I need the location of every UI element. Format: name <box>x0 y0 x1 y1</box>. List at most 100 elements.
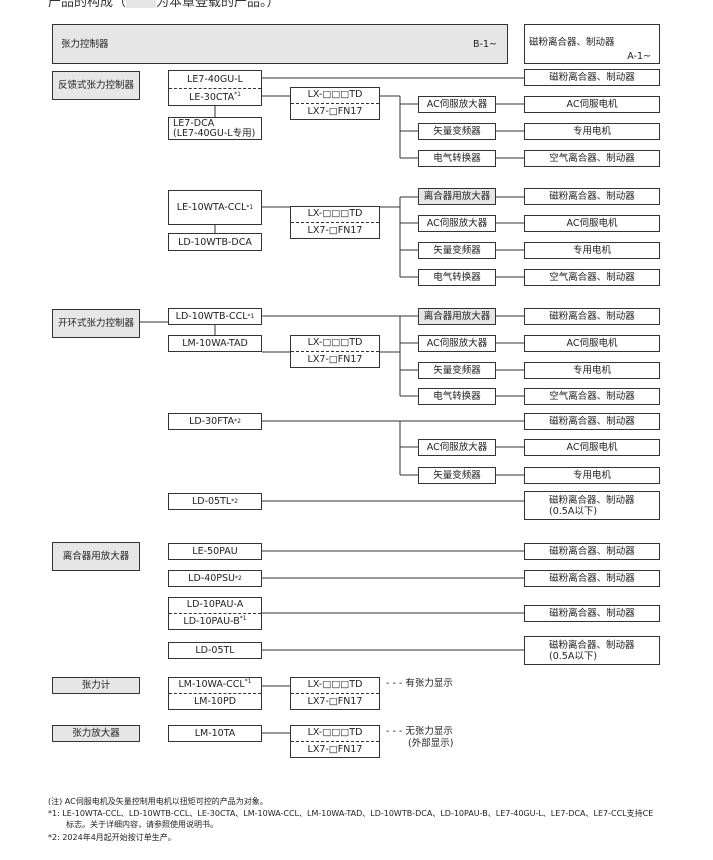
dash-leader: - - - <box>386 678 403 689</box>
sensor-lx: LX-□□□TD <box>307 89 363 100</box>
output-air-brake-1: 空气离合器、制动器 <box>524 150 660 167</box>
category-meter: 张力计 <box>52 677 140 694</box>
product-lm-10wa-ccl-label: LM-10WA-CCL <box>178 679 245 690</box>
amp-label: AC伺服放大器 <box>426 218 488 229</box>
tension-controller-ref: B-1~ <box>473 39 497 50</box>
product-le7-40gu-l-le-30cta: LE7-40GU-L LE-30CTA*1 <box>168 70 262 106</box>
amp-vector-4: 矢量变频器 <box>418 467 496 484</box>
amp-ac-servo-2: AC伺服放大器 <box>418 215 496 232</box>
sensor-box-3: LX-□□□TD LX7-□FN17 <box>290 335 380 368</box>
output-brake-1: 磁粉离合器、制动器 <box>524 69 660 86</box>
output-brake-6: 磁粉离合器、制动器 <box>524 570 660 587</box>
output-air-brake-2: 空气离合器、制动器 <box>524 269 660 286</box>
no-display-label: - - - 无张力显示 <box>386 726 453 738</box>
amp-label: 电气转换器 <box>433 153 481 164</box>
output-brake-4: 磁粉离合器、制动器 <box>524 413 660 430</box>
output-label: AC伺服电机 <box>566 338 618 349</box>
product-le-50pau: LE-50PAU <box>168 543 262 560</box>
product-ld-10pau: LD-10PAU-A LD-10PAU-B*1 <box>168 597 262 630</box>
output-label: 磁粉离合器、制动器 <box>549 639 635 651</box>
output-label: 磁粉离合器、制动器 <box>549 573 635 584</box>
amp-label: 矢量变频器 <box>433 365 481 376</box>
note-mark: *1 <box>239 614 247 622</box>
sensor-lx: LX-□□□TD <box>307 679 363 690</box>
note-mark: *1 <box>244 677 252 685</box>
sensor-lx: LX-□□□TD <box>307 727 363 738</box>
output-ac-motor-4: AC伺服电机 <box>524 439 660 456</box>
product-ld-30fta: LD-30FTA*2 <box>168 413 262 430</box>
category-openloop: 开环式张力控制器 <box>52 309 140 338</box>
note-1: *1: LE-10WTA-CCL、LD-10WTB-CCL、LE-30CTA、L… <box>48 808 653 819</box>
output-ac-motor-2: AC伺服电机 <box>524 215 660 232</box>
category-meter-label: 张力计 <box>81 680 111 691</box>
output-brake-2: 磁粉离合器、制动器 <box>524 188 660 205</box>
product-label: LD-40PSU <box>188 573 235 584</box>
note-general: (注) AC伺服电机及矢量控制用电机以扭矩可控的产品为对象。 <box>48 797 268 806</box>
with-display-label: - - - 有张力显示 <box>386 678 453 690</box>
sensor-lx7: LX7-□FN17 <box>291 741 379 758</box>
page-header: 产品的构成（为本章登载的产品。） <box>48 0 280 11</box>
output-ac-motor-3: AC伺服电机 <box>524 335 660 352</box>
product-label: LD-30FTA <box>189 416 235 427</box>
product-ld-05tl-2: LD-05TL <box>168 642 262 659</box>
output-air-brake-3: 空气离合器、制动器 <box>524 388 660 405</box>
amp-vector-1: 矢量变频器 <box>418 123 496 140</box>
amp-vector-3: 矢量变频器 <box>418 362 496 379</box>
output-current-label: (0.5A以下) <box>549 650 598 662</box>
sensor-lx7: LX7-□FN17 <box>291 103 379 120</box>
product-le-30cta-label: LE-30CTA <box>189 91 235 103</box>
output-ac-motor-1: AC伺服电机 <box>524 96 660 113</box>
note-1-mark: *1: <box>48 809 60 818</box>
product-ld-05tl: LD-05TL*2 <box>168 493 262 510</box>
product-lm-10ta: LM-10TA <box>168 725 262 742</box>
amp-label: 离合器用放大器 <box>423 311 491 322</box>
sensor-box-5: LX-□□□TD LX7-□FN17 <box>290 725 380 758</box>
product-ld-40psu: LD-40PSU*2 <box>168 570 262 587</box>
sensor-box-4: LX-□□□TD LX7-□FN17 <box>290 677 380 710</box>
note-mark: *1 <box>234 90 241 98</box>
output-label: 磁粉离合器、制动器 <box>549 494 635 506</box>
product-le-10wta-ccl: LE-10WTA-CCL*1 <box>168 190 262 225</box>
product-label: LD-05TL <box>195 645 235 656</box>
product-ld-10wtb-ccl: LD-10WTB-CCL*1 <box>168 308 262 325</box>
sensor-box-1: LX-□□□TD LX7-□FN17 <box>290 87 380 120</box>
dash-leader: - - - <box>386 726 403 737</box>
category-clutch-amp: 离合器用放大器 <box>52 542 140 571</box>
output-label: 专用电机 <box>572 126 611 137</box>
amp-ac-servo-4: AC伺服放大器 <box>418 439 496 456</box>
amp-clutch-2: 离合器用放大器 <box>418 188 496 205</box>
category-feedback-label: 反馈式张力控制器 <box>57 80 134 91</box>
header-text-before: 产品的构成（ <box>48 0 127 10</box>
sensor-lx: LX-□□□TD <box>307 337 363 348</box>
amp-label: 矢量变频器 <box>433 245 481 256</box>
product-lm-10wa-ccl: LM-10WA-CCL*1 <box>169 677 261 693</box>
brake-ref: A-1~ <box>627 51 651 62</box>
product-lm-10wa-ccl-lm-10pd: LM-10WA-CCL*1 LM-10PD <box>168 677 262 710</box>
sensor-lx7: LX7-□FN17 <box>291 693 379 710</box>
amp-ac-servo-1: AC伺服放大器 <box>418 96 496 113</box>
output-label: 磁粉离合器、制动器 <box>549 416 635 427</box>
output-brake-3: 磁粉离合器、制动器 <box>524 308 660 325</box>
amp-label: 矢量变频器 <box>433 470 481 481</box>
sensor-lx: LX-□□□TD <box>307 208 363 219</box>
output-label: 空气离合器、制动器 <box>549 272 635 283</box>
product-ld-10pau-a: LD-10PAU-A <box>186 599 244 610</box>
output-label: 专用电机 <box>572 365 611 376</box>
amp-vector-2: 矢量变频器 <box>418 242 496 259</box>
output-label: 空气离合器、制动器 <box>549 391 635 402</box>
output-label: 空气离合器、制动器 <box>549 153 635 164</box>
sensor-lx7: LX7-□FN17 <box>291 222 379 239</box>
product-le7-40gu-l: LE7-40GU-L <box>187 73 243 85</box>
amp-label: AC伺服放大器 <box>426 338 488 349</box>
brake-banner: 磁粉离合器、制动器 A-1~ <box>524 24 660 64</box>
note-1-text: LE-10WTA-CCL、LD-10WTB-CCL、LE-30CTA、LM-10… <box>62 809 654 818</box>
note-2: *2: 2024年4月起开始按订单生产。 <box>48 832 176 843</box>
product-label: LE-50PAU <box>192 546 238 557</box>
output-label: AC伺服电机 <box>566 442 618 453</box>
amp-label: 矢量变频器 <box>433 126 481 137</box>
brake-title: 磁粉离合器、制动器 <box>529 37 615 48</box>
category-openloop-label: 开环式张力控制器 <box>57 318 134 329</box>
note-1-cont: 标志。关于详细内容，请参照使用说明书。 <box>66 820 218 829</box>
output-label: AC伺服电机 <box>566 218 618 229</box>
